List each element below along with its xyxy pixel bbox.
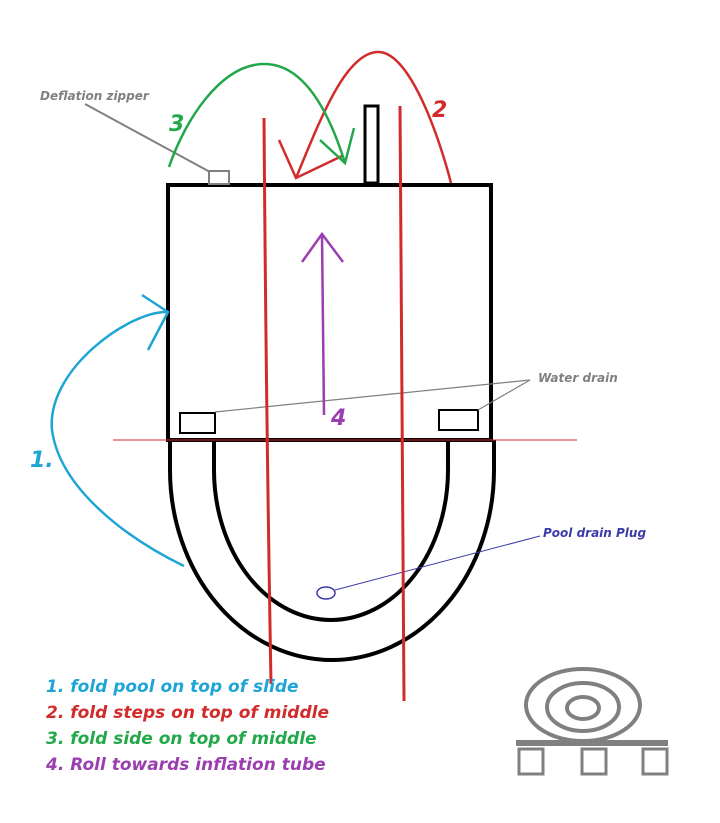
inflation-tube bbox=[363, 104, 380, 185]
step3-arrowhead bbox=[319, 127, 356, 166]
step4-arrowhead bbox=[300, 231, 344, 263]
step2-arrowhead bbox=[277, 139, 343, 180]
legend-item-3: 3. fold side on top of middle bbox=[46, 729, 317, 749]
water-drain-left bbox=[179, 412, 216, 434]
deflation-zipper-label: Deflation zipper bbox=[40, 89, 150, 103]
rolled-pool-icon bbox=[516, 667, 669, 776]
legend-item-4: 4. Roll towards inflation tube bbox=[45, 755, 326, 775]
step3-marker: 3 bbox=[169, 112, 184, 137]
pool-drain-plug-label: Pool drain Plug bbox=[543, 526, 646, 540]
fold-line-right bbox=[398, 105, 406, 702]
water-drain-right bbox=[438, 409, 479, 431]
legend-item-1: 1. fold pool on top of slide bbox=[46, 677, 299, 697]
pool-drain-leader bbox=[334, 535, 541, 591]
step3-arrow bbox=[167, 62, 347, 168]
step2-marker: 2 bbox=[432, 98, 447, 123]
step1-arrowhead bbox=[141, 293, 170, 351]
step4-arrow bbox=[320, 235, 326, 416]
step1-marker: 1. bbox=[30, 448, 54, 473]
fold-line-left bbox=[262, 117, 273, 685]
pool-u-inner bbox=[212, 440, 450, 622]
step4-marker: 4 bbox=[330, 406, 346, 431]
step1-arrow bbox=[50, 310, 185, 568]
pool-u-shape bbox=[168, 440, 496, 662]
deflation-zipper-leader bbox=[84, 103, 211, 173]
deflation-zipper-marker bbox=[208, 170, 230, 185]
water-drain-leader-right bbox=[477, 379, 531, 411]
legend-item-2: 2. fold steps on top of middle bbox=[46, 703, 329, 723]
slide-body bbox=[166, 183, 493, 442]
pool-drain-plug bbox=[316, 586, 336, 600]
water-drain-label: Water drain bbox=[538, 371, 618, 385]
step2-arrow bbox=[294, 50, 453, 184]
